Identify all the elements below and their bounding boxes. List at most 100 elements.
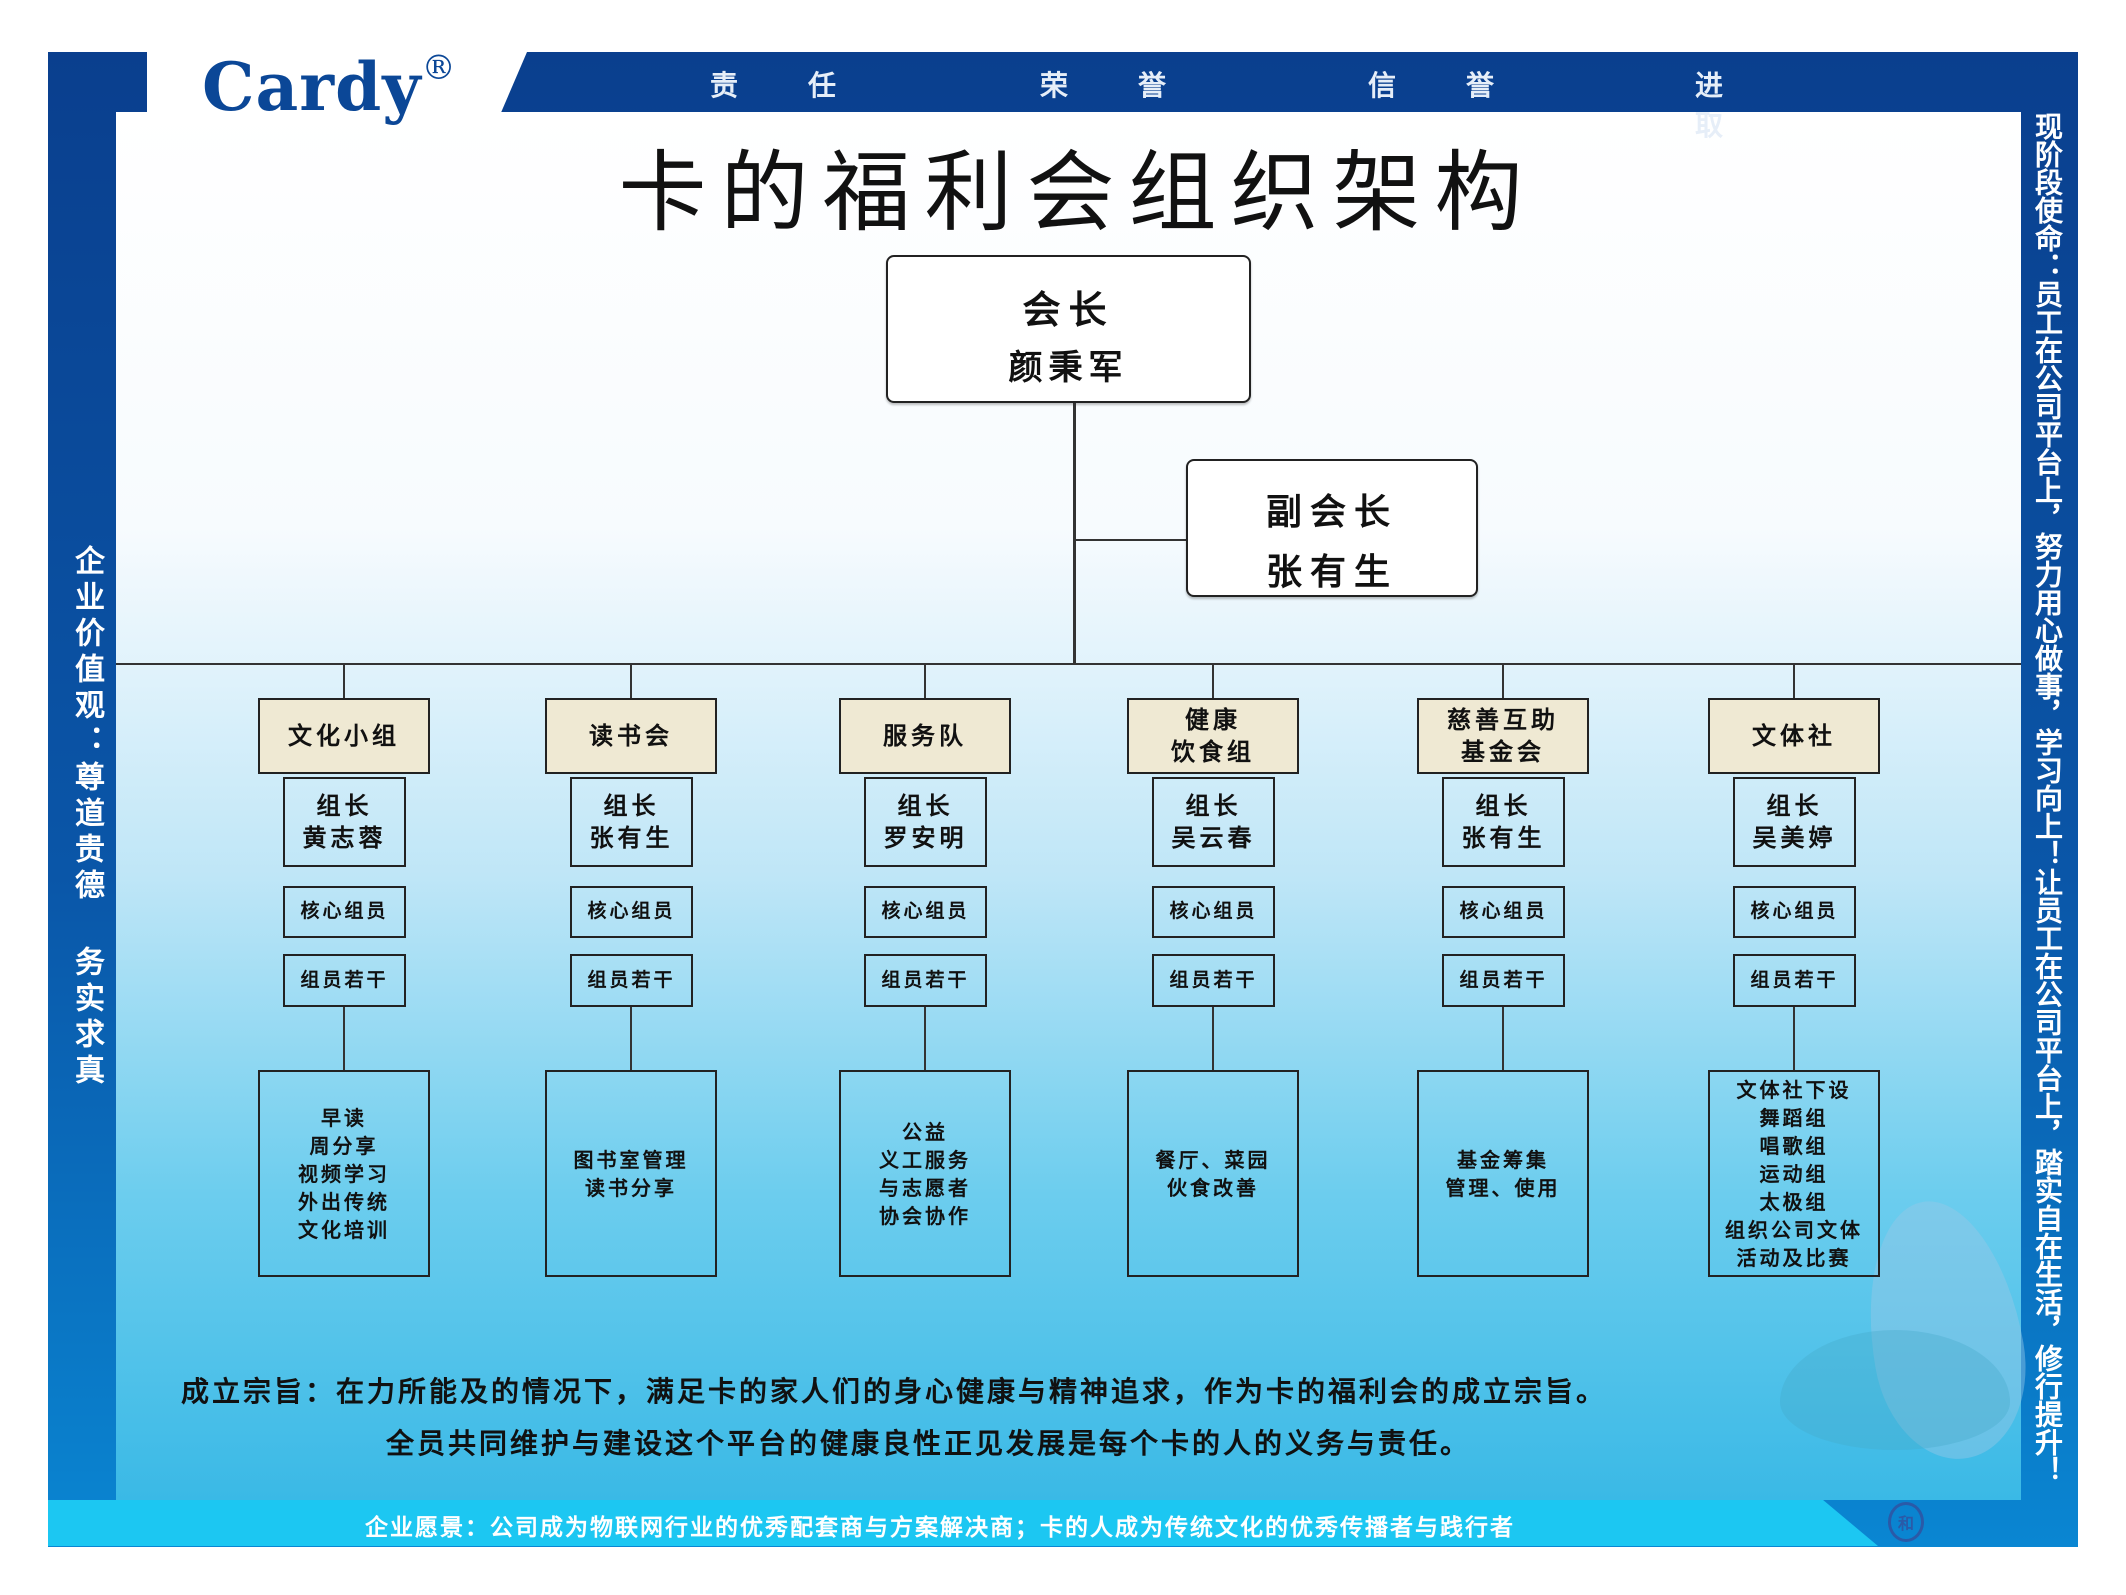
connector-line [1502,665,1504,698]
duty-item: 唱歌组 [1759,1133,1829,1158]
group-duties-box: 餐厅、菜园伙食改善 [1127,1070,1299,1277]
left-banner-values: 企业价值观：尊道贵德 务实求真 [69,545,104,1090]
brand-logo: Cardy® [202,48,457,126]
members-box: 组员若干 [1733,954,1856,1007]
members-label: 组员若干 [300,968,389,991]
connector-line [924,1007,926,1070]
connector-line [1502,1007,1504,1070]
duty-item: 义工服务 [879,1147,971,1172]
core-members-label: 核心组员 [1169,900,1258,923]
duty-item: 周分享 [309,1133,379,1158]
motto: 信誉 [1368,69,1565,102]
group-name: 慈善互助 [1447,705,1559,734]
mission-line-2: 全员共同维护与建设这个平台的健康良性正见发展是每个卡的人的义务与责任。 [386,1427,1472,1460]
leader-label: 组长 [316,791,373,820]
connector-line [343,665,345,698]
group-duties-box: 早读周分享视频学习外出传统文化培训 [258,1070,430,1277]
duty-item: 舞蹈组 [1759,1105,1829,1130]
leader-label: 组长 [1766,791,1823,820]
group-leader-box: 组长吴美婷 [1733,777,1856,867]
vice-president-box: 副会长 张有生 [1186,459,1478,597]
group-duties-box: 图书室管理读书分享 [545,1070,717,1277]
connector-line [924,665,926,698]
core-members-box: 核心组员 [283,886,406,938]
duty-item: 协会协作 [879,1203,971,1228]
core-members-box: 核心组员 [1152,886,1275,938]
president-name: 颜秉军 [1008,348,1129,388]
duty-item: 餐厅、菜园 [1155,1147,1271,1172]
members-box: 组员若干 [283,954,406,1007]
vice-president-role: 副会长 [1265,492,1398,533]
core-members-box: 核心组员 [570,886,693,938]
group-duties-box: 公益义工服务与志愿者协会协作 [839,1070,1011,1277]
vision-bar [48,1500,1878,1546]
lotus-leaf-decoration [1780,1330,2010,1450]
members-box: 组员若干 [570,954,693,1007]
logo-area [147,52,527,114]
group-header: 文体社 [1708,698,1880,774]
core-members-label: 核心组员 [587,900,676,923]
connector-line [1793,1007,1795,1070]
core-members-label: 核心组员 [881,900,970,923]
members-box: 组员若干 [864,954,987,1007]
group-header: 慈善互助基金会 [1417,698,1589,774]
duty-item: 组织公司文体 [1725,1217,1863,1242]
group-name: 文化小组 [288,721,400,750]
members-box: 组员若干 [1442,954,1565,1007]
connector-line [630,665,632,698]
group-name: 文体社 [1752,721,1836,750]
registered-mark: ® [421,48,457,88]
president-role: 会长 [1022,288,1115,332]
group-leader-box: 组长罗安明 [864,777,987,867]
group-name: 基金会 [1461,738,1545,766]
connector-line [630,1007,632,1070]
duty-item: 视频学习 [298,1161,390,1186]
group-name: 健康 [1185,705,1241,734]
group-leader-box: 组长张有生 [570,777,693,867]
group-header: 健康饮食组 [1127,698,1299,774]
leader-label: 组长 [1185,791,1242,820]
leader-label: 组长 [1475,791,1532,820]
motto: 责任 [710,69,907,102]
leader-label: 组长 [897,791,954,820]
duty-item: 活动及比赛 [1736,1245,1852,1270]
members-label: 组员若干 [881,968,970,991]
core-members-box: 核心组员 [1733,886,1856,938]
connector-line [343,1007,345,1070]
members-label: 组员若干 [1750,968,1839,991]
leader-name: 黄志蓉 [302,824,387,852]
group-name: 服务队 [883,721,967,750]
members-label: 组员若干 [1169,968,1258,991]
duty-item: 图书室管理 [573,1147,689,1172]
group-duties-box: 文体社下设舞蹈组唱歌组运动组太极组组织公司文体活动及比赛 [1708,1070,1880,1277]
president-box: 会长 颜秉军 [886,255,1251,403]
page-title: 卡的福利会组织架构 [618,141,1537,244]
duty-item: 文体社下设 [1736,1077,1852,1102]
duty-item: 公益 [902,1119,948,1144]
members-label: 组员若干 [1459,968,1548,991]
core-members-box: 核心组员 [1442,886,1565,938]
connector-line [1212,1007,1214,1070]
duty-item: 读书分享 [585,1175,677,1200]
duty-item: 伙食改善 [1167,1175,1259,1200]
branch-line [116,663,2021,665]
vice-president-name: 张有生 [1265,552,1398,593]
motto: 荣誉 [1040,69,1237,102]
duty-item: 基金筹集 [1457,1147,1549,1172]
group-leader-box: 组长张有生 [1442,777,1565,867]
leader-name: 罗安明 [883,824,968,852]
core-members-label: 核心组员 [1750,900,1839,923]
duty-item: 运动组 [1759,1161,1829,1186]
members-label: 组员若干 [587,968,676,991]
group-name: 饮食组 [1171,738,1255,766]
connector-line [1073,539,1186,541]
motto: 进取 [1695,69,1794,142]
connector-line [1073,403,1076,665]
motto-bar: 责任 荣誉 信誉 进取 [690,64,1870,142]
leader-name: 张有生 [589,824,674,852]
duty-item: 文化培训 [298,1217,390,1242]
connector-line [1793,665,1795,698]
group-leader-box: 组长吴云春 [1152,777,1275,867]
duty-item: 与志愿者 [879,1175,971,1200]
group-name: 读书会 [589,721,673,750]
